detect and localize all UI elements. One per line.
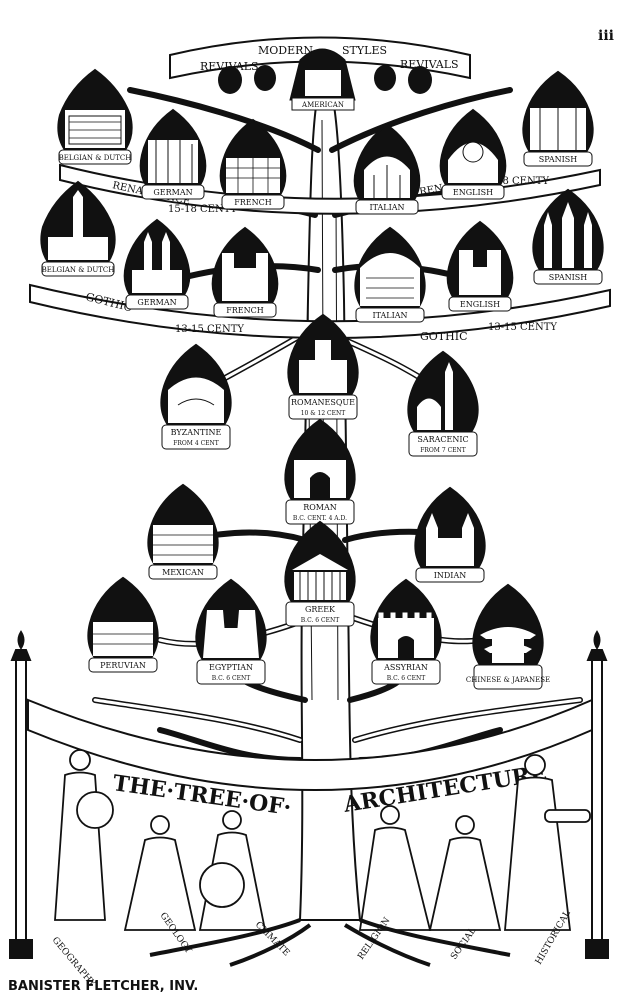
label-greek-date: B.C. 6 CENT	[301, 617, 339, 624]
figure-geography	[54, 749, 114, 921]
cent-13-15-left-label: 13-15 CENTY	[175, 324, 244, 335]
label-roman: ROMAN	[303, 503, 337, 512]
medallion-byzantine: BYZANTINE FROM 4 CENT	[160, 343, 232, 450]
figure-religion	[358, 805, 432, 931]
label-assyrian: ASSYRIAN	[383, 663, 428, 672]
label-english-gothic: ENGLISH	[460, 300, 500, 309]
lamp-post-left	[9, 630, 33, 959]
label-italian-renaissance: ITALIAN	[369, 203, 404, 212]
medallion-english-renaissance: ENGLISH	[439, 108, 507, 200]
label-french-gothic: FRENCH	[226, 306, 264, 315]
label-romanesque: ROMANESQUE	[291, 398, 355, 407]
figure-geology	[123, 815, 197, 931]
lamp-post-right	[585, 630, 609, 959]
banner-word-revivals-right: REVIVALS	[400, 58, 459, 71]
label-peruvian: PERUVIAN	[100, 661, 146, 670]
figure-climate	[198, 810, 267, 931]
label-assyrian-date: B.C. 6 CENT	[387, 675, 425, 682]
medallion-assyrian: ASSYRIAN B.C. 6 CENT	[370, 578, 442, 685]
american-label: AMERICAN	[301, 101, 344, 109]
medallion-greek: GREEK B.C. 6 CENT	[284, 520, 356, 627]
label-german-renaissance: GERMAN	[153, 188, 192, 197]
label-chinese-japanese: CHINESE & JAPANESE	[466, 676, 550, 684]
medallion-spanish-top: SPANISH	[522, 70, 594, 167]
medallion-italian-renaissance: ITALIAN	[353, 123, 421, 215]
medallion-italian-gothic: ITALIAN	[354, 226, 426, 323]
banner-word-modern: MODERN	[258, 44, 313, 57]
medallion-french-gothic: FRENCH	[211, 226, 279, 318]
medallion-belgian-dutch-top: BELGIAN & DUTCH	[57, 68, 133, 165]
label-spanish-gothic: SPANISH	[549, 273, 588, 282]
label-belgian-dutch-top: BELGIAN & DUTCH	[59, 154, 132, 162]
figure-historical	[504, 754, 591, 931]
cent-15-18-left-label: 15-18 CENTY	[168, 204, 237, 215]
label-mexican: MEXICAN	[162, 568, 204, 577]
medallion-belgian-dutch-gothic: BELGIAN & DUTCH	[40, 180, 116, 277]
label-egyptian-date: B.C. 6 CENT	[212, 675, 250, 682]
label-indian: INDIAN	[434, 571, 467, 580]
medallion-mexican: MEXICAN	[147, 483, 219, 580]
tree-roots	[149, 918, 511, 967]
label-english-renaissance: ENGLISH	[453, 188, 493, 197]
medallion-saracenic: SARACENIC FROM 7 CENT	[407, 350, 479, 457]
cent-13-15-right-label: 13-15 CENTY	[488, 322, 557, 333]
medallion-peruvian: PERUVIAN	[87, 576, 159, 673]
label-greek: GREEK	[305, 605, 336, 614]
label-byzantine: BYZANTINE	[171, 428, 222, 437]
medallion-german-renaissance: GERMAN	[139, 108, 207, 200]
top-banner: REVIVALS MODERN STYLES REVIVALS AMERICAN	[169, 36, 471, 111]
label-saracenic: SARACENIC	[417, 435, 468, 444]
medallion-indian: INDIAN	[414, 486, 486, 583]
banner-word-styles: STYLES	[342, 44, 387, 57]
label-belgian-dutch-gothic: BELGIAN & DUTCH	[42, 266, 115, 274]
cent-15-18-right-label: 15-18 CENTY	[480, 176, 549, 187]
label-italian-gothic: ITALIAN	[372, 311, 407, 320]
label-saracenic-date: FROM 7 CENT	[420, 447, 466, 454]
gothic-right-label: GOTHIC	[420, 330, 468, 343]
allegorical-figures	[54, 749, 591, 931]
label-german-gothic: GERMAN	[137, 298, 176, 307]
figure-social	[428, 815, 502, 931]
label-romanesque-date: 10 & 12 CENT	[301, 410, 346, 417]
label-egyptian: EGYPTIAN	[209, 663, 253, 672]
medallion-chinese-japanese: CHINESE & JAPANESE	[466, 583, 550, 690]
medallion-egyptian: EGYPTIAN B.C. 6 CENT	[195, 578, 267, 685]
label-spanish-top: SPANISH	[539, 155, 578, 164]
label-roman-date: B.C. CENT. 4 A.D.	[293, 515, 347, 522]
label-byzantine-date: FROM 4 CENT	[173, 440, 219, 447]
medallion-english-gothic: ENGLISH	[446, 220, 514, 312]
medallion-german-gothic: GERMAN	[123, 218, 191, 310]
page-number: iii	[598, 28, 614, 44]
medallion-roman: ROMAN B.C. CENT. 4 A.D.	[284, 418, 356, 525]
medallion-romanesque: ROMANESQUE 10 & 12 CENT	[287, 313, 359, 420]
label-french-renaissance: FRENCH	[234, 198, 272, 207]
medallion-french-renaissance: FRENCH	[219, 118, 287, 210]
medallion-spanish-gothic: SPANISH	[532, 188, 604, 285]
credit-line: BANISTER FLETCHER, INV.	[8, 979, 198, 994]
